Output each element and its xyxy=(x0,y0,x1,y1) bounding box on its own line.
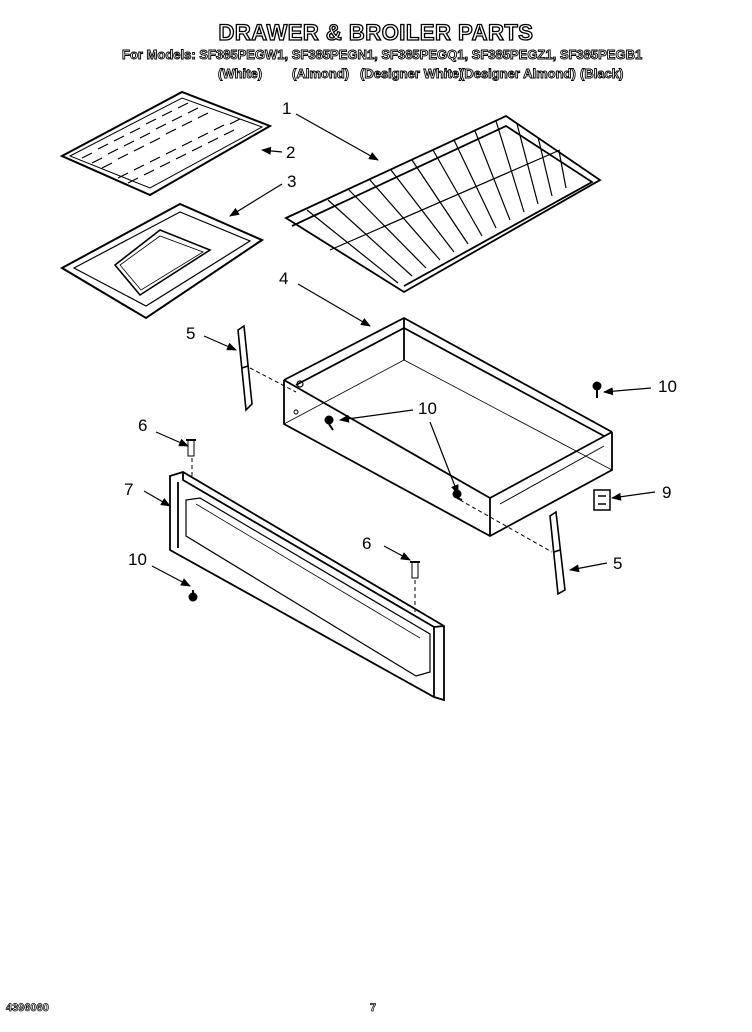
doc-number: 4396060 xyxy=(6,1002,50,1015)
variant-white: (White) xyxy=(218,66,263,82)
callout-1: 1 xyxy=(282,99,292,118)
callout-5-right: 5 xyxy=(613,554,623,573)
callout-3: 3 xyxy=(287,172,297,191)
callout-5-left: 5 xyxy=(186,324,196,343)
drawer-slide-right xyxy=(549,510,566,596)
callout-4: 4 xyxy=(279,269,289,288)
stud-right xyxy=(410,561,420,579)
assembly-lines xyxy=(191,367,553,612)
callout-10-left: 10 xyxy=(128,550,147,569)
leader-arrows xyxy=(143,113,656,587)
stud-left xyxy=(186,439,196,457)
screws xyxy=(188,381,602,602)
oven-rack xyxy=(284,114,602,294)
variant-designer-almond: (Designer Almond) xyxy=(460,66,577,82)
variant-black: (Black) xyxy=(580,66,624,82)
broiler-grid xyxy=(59,90,273,197)
drawer-bracket xyxy=(593,489,611,511)
drawer-slide-left xyxy=(237,324,253,412)
callout-9: 9 xyxy=(662,483,672,502)
broiler-pan xyxy=(59,202,265,320)
page-number: 7 xyxy=(370,1002,377,1015)
models-line: For Models: SF385PEGW1, SF385PEGN1, SF38… xyxy=(122,47,643,63)
callout-7: 7 xyxy=(124,480,134,499)
callout-10-center: 10 xyxy=(418,399,437,418)
variant-designer-white: (Designer White) xyxy=(360,66,464,82)
variant-almond: (Almond) xyxy=(292,66,350,82)
drawer-front-panel xyxy=(169,471,445,702)
callout-6-left: 6 xyxy=(138,416,148,435)
callout-6-right: 6 xyxy=(362,534,372,553)
callout-2: 2 xyxy=(286,143,296,162)
page-title: DRAWER & BROILER PARTS xyxy=(218,19,534,45)
drawer-body xyxy=(283,316,613,538)
callout-10-right: 10 xyxy=(658,377,677,396)
